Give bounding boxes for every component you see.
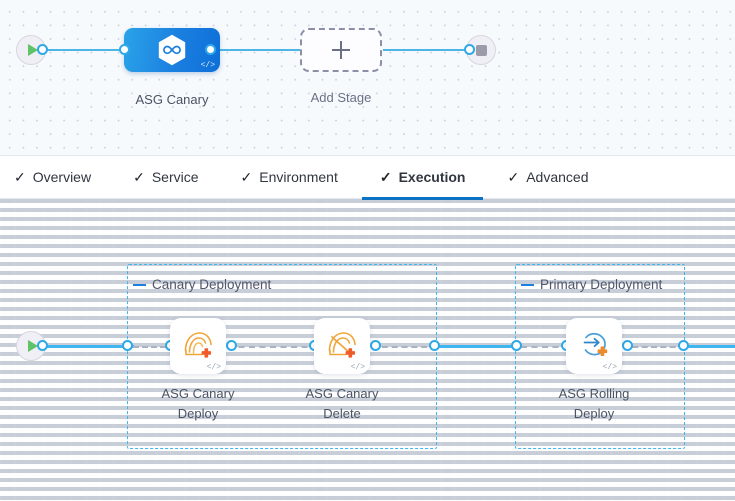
- stage-canvas[interactable]: </> ASG Canary Add Stage: [0, 0, 735, 155]
- plus-icon: [332, 41, 350, 59]
- minus-icon[interactable]: [133, 283, 146, 286]
- stage-config-tabbar: ✓ Overview ✓ Service ✓ Environment ✓ Exe…: [0, 155, 735, 200]
- play-icon: [27, 44, 38, 56]
- check-icon: ✓: [379, 169, 392, 185]
- port-group1-in[interactable]: [122, 340, 133, 351]
- step-label-asg-rolling-deploy: ASG Rolling Deploy: [539, 384, 649, 424]
- stage-label-asg-canary: ASG Canary: [135, 92, 209, 107]
- tab-service[interactable]: ✓ Service: [133, 155, 198, 199]
- step-code-glyph: </>: [206, 363, 221, 372]
- tab-overview[interactable]: ✓ Overview: [14, 155, 91, 199]
- wire-start-to-stage: [42, 49, 132, 51]
- check-icon: ✓: [133, 169, 145, 185]
- step-label-asg-canary-deploy: ASG Canary Deploy: [143, 384, 253, 424]
- step-code-glyph: </>: [602, 363, 617, 372]
- port-stage-in[interactable]: [119, 44, 130, 55]
- port-step1-out[interactable]: [226, 340, 237, 351]
- port-stage-out[interactable]: [205, 44, 216, 55]
- step-label-line2: Delete: [323, 406, 361, 422]
- step-label-line2: Deploy: [573, 406, 615, 422]
- stage-code-glyph: </>: [200, 61, 215, 70]
- stage-node-asg-canary[interactable]: </>: [124, 28, 220, 72]
- step-group-canary-deployment-label: Canary Deployment: [133, 277, 271, 292]
- check-icon: ✓: [240, 169, 253, 185]
- wire-g1-to-g2: [434, 345, 522, 348]
- check-icon: ✓: [14, 169, 26, 185]
- end-node[interactable]: [466, 35, 496, 65]
- step-label-asg-canary-delete: ASG Canary Delete: [287, 384, 397, 424]
- port-group2-out[interactable]: [678, 340, 689, 351]
- tab-environment[interactable]: ✓ Environment: [241, 155, 338, 199]
- check-icon: ✓: [507, 169, 520, 185]
- asg-canary-deploy-icon: [184, 332, 212, 358]
- add-stage-label: Add Stage: [310, 90, 372, 105]
- step-node-asg-canary-deploy[interactable]: </>: [170, 318, 226, 374]
- step-group-primary-deployment-label: Primary Deployment: [521, 277, 662, 292]
- execution-canvas[interactable]: Canary Deployment Primary Deployment: [0, 199, 735, 501]
- step-label-line1: ASG Canary: [161, 386, 235, 401]
- tab-overview-label: Overview: [32, 169, 92, 185]
- step-label-line1: ASG Rolling: [558, 386, 630, 401]
- infinity-hexagon-icon: [158, 34, 186, 66]
- step-code-glyph: </>: [350, 363, 365, 372]
- port-step3-out[interactable]: [622, 340, 633, 351]
- port-group2-in[interactable]: [511, 340, 522, 351]
- tab-advanced[interactable]: ✓ Advanced: [507, 155, 588, 199]
- play-icon: [27, 340, 38, 352]
- tab-service-label: Service: [151, 169, 199, 185]
- port-end-in[interactable]: [464, 44, 475, 55]
- tab-execution[interactable]: ✓ Execution: [361, 155, 484, 200]
- port-exec-start-out[interactable]: [37, 340, 48, 351]
- step-node-asg-canary-delete[interactable]: </>: [314, 318, 370, 374]
- asg-rolling-deploy-icon: [583, 333, 608, 357]
- asg-canary-delete-icon: [328, 332, 356, 358]
- step-label-line1: ASG Canary: [305, 386, 379, 401]
- stop-icon: [475, 44, 487, 56]
- minus-icon[interactable]: [521, 283, 534, 286]
- step-label-line2: Deploy: [177, 406, 219, 422]
- port-group1-out[interactable]: [429, 340, 440, 351]
- wire-addstage-to-end: [383, 49, 470, 51]
- tab-execution-label: Execution: [398, 169, 466, 185]
- port-step2-out[interactable]: [370, 340, 381, 351]
- wire-stage-to-addstage: [210, 49, 302, 51]
- wire-exec-start: [42, 345, 134, 348]
- step-node-asg-rolling-deploy[interactable]: </>: [566, 318, 622, 374]
- group-title: Canary Deployment: [152, 277, 272, 292]
- tab-advanced-label: Advanced: [526, 169, 589, 185]
- group-title: Primary Deployment: [540, 277, 663, 292]
- add-stage-button[interactable]: [300, 28, 382, 72]
- tab-environment-label: Environment: [259, 169, 338, 185]
- start-node[interactable]: [16, 35, 46, 65]
- port-start-out[interactable]: [37, 44, 48, 55]
- wire-exec-exit: [682, 345, 735, 348]
